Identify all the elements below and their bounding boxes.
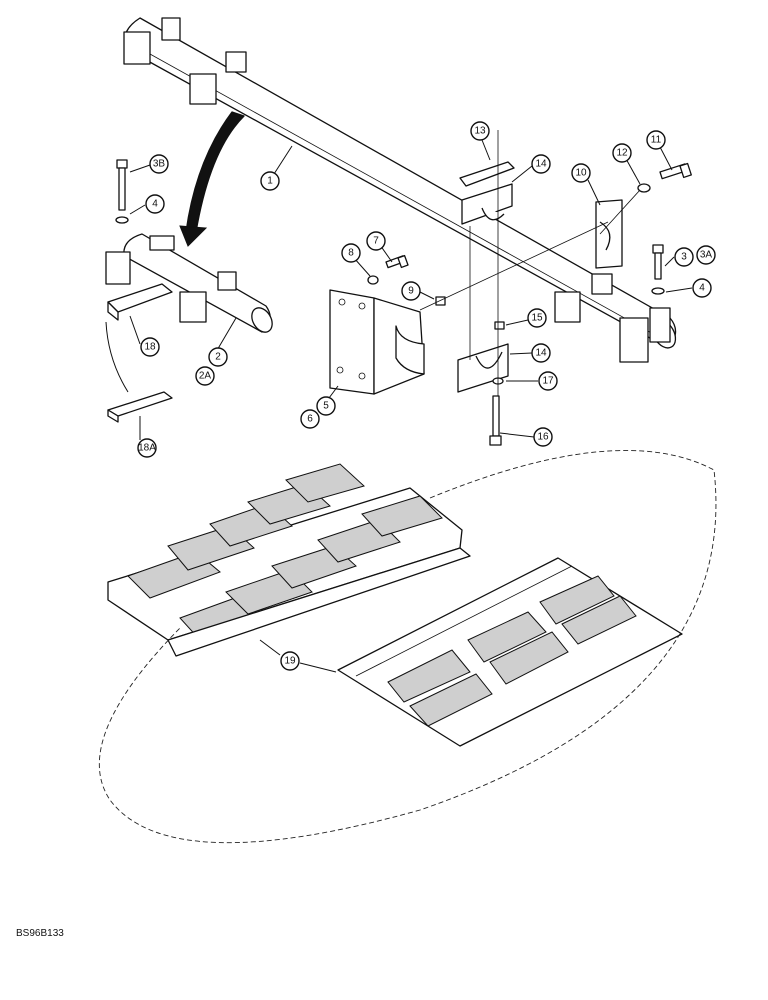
callout-4-right: 4 [692,278,712,298]
detail-curve [105,321,129,393]
clamp-14-lower [457,343,509,393]
callout-16: 16 [533,427,553,447]
callout-17: 17 [538,371,558,391]
svg-text:14: 14 [535,159,547,170]
svg-text:3A: 3A [700,250,713,261]
callout-3b: 3B [149,154,169,174]
callout-13: 13 [470,121,490,141]
callout-18: 18 [140,337,160,357]
track-shoe-single [337,557,683,747]
callout-1: 1 [260,171,280,191]
svg-text:11: 11 [651,135,662,146]
alignment-lines [419,130,641,396]
callout-12: 12 [612,143,632,163]
callout-7: 7 [366,231,386,251]
callout-2: 2 [208,347,228,367]
callout-2a: 2A [195,366,215,386]
clamp-18 [107,283,173,321]
bolt-16 [489,395,502,446]
svg-text:16: 16 [537,432,549,443]
clamp-10 [595,199,623,269]
clamp-14-upper [461,183,513,225]
bolt-7 [385,254,409,269]
svg-text:17: 17 [542,376,554,387]
callout-4-left: 4 [145,194,165,214]
svg-text:4: 4 [152,199,158,210]
bolt-3 [651,244,665,295]
figure-code: BS96B133 [16,928,64,939]
callout-11: 11 [646,130,666,150]
svg-text:3B: 3B [153,159,166,170]
bolt-11 [659,162,692,180]
callout-3: 3 [674,247,694,267]
nut-15 [494,321,505,330]
svg-text:18A: 18A [138,443,156,454]
svg-text:2A: 2A [199,371,212,382]
svg-text:4: 4 [699,283,705,294]
svg-text:10: 10 [575,168,587,179]
bolt-3b [115,159,129,224]
leader-lines [129,139,693,673]
mount-bracket [329,289,425,395]
track-shoes [107,463,471,657]
svg-text:5: 5 [323,401,329,412]
callout-10: 10 [571,163,591,183]
plate-18a [107,391,173,423]
svg-text:7: 7 [373,236,379,247]
callout-8: 8 [341,243,361,263]
main-shaft [123,17,677,363]
callout-19: 19 [280,651,300,671]
callout-5: 5 [316,396,336,416]
callout-6: 6 [300,409,320,429]
callout-18a: 18A [137,438,157,458]
clamp-13 [459,161,515,187]
svg-text:15: 15 [531,313,543,324]
detail-shaft [105,233,273,333]
washer-8 [367,275,379,285]
callout-14-upper: 14 [531,154,551,174]
svg-text:13: 13 [474,126,486,137]
washer-12 [637,183,651,193]
svg-text:14: 14 [535,348,547,359]
callout-3a: 3A [696,245,716,265]
callout-14-lower: 14 [531,343,551,363]
svg-text:12: 12 [616,148,628,159]
callout-9: 9 [401,281,421,301]
callout-15: 15 [527,308,547,328]
svg-text:9: 9 [408,286,414,297]
svg-text:3: 3 [681,252,687,263]
svg-text:19: 19 [284,656,296,667]
svg-text:1: 1 [267,176,273,187]
detail-outline [98,450,717,844]
plate-9 [435,296,446,306]
svg-text:6: 6 [307,414,313,425]
svg-text:2: 2 [215,352,221,363]
svg-text:18: 18 [144,342,156,353]
svg-text:8: 8 [348,248,354,259]
detail-arrow [179,111,245,247]
